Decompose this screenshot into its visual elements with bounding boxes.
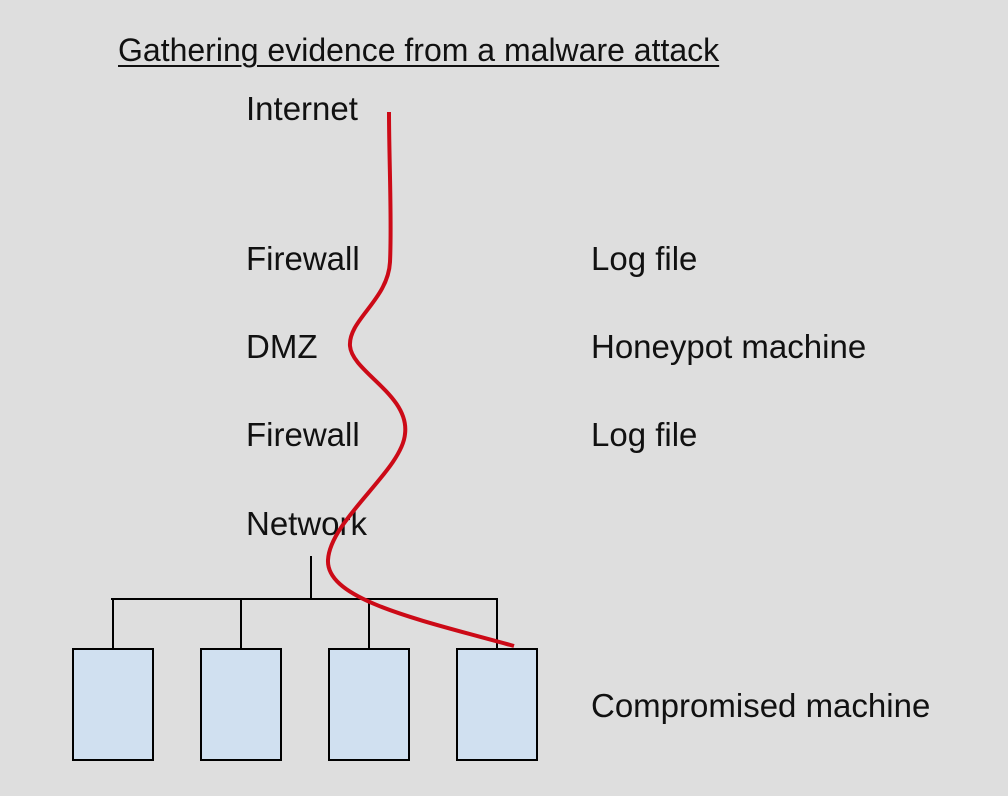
evidence-log-file-inner: Log file xyxy=(591,416,698,453)
layer-internet-label: Internet xyxy=(246,90,358,127)
layer-network-label: Network xyxy=(246,505,368,542)
evidence-honeypot-machine: Honeypot machine xyxy=(591,328,867,365)
attack-path-line xyxy=(325,111,515,648)
machine-box xyxy=(72,648,154,761)
diagram-title: Gathering evidence from a malware attack xyxy=(118,32,720,68)
layer-firewall-outer-label: Firewall xyxy=(246,240,360,277)
machine-box xyxy=(200,648,282,761)
evidence-compromised-machine: Compromised machine xyxy=(591,687,931,724)
evidence-log-file-outer: Log file xyxy=(591,240,698,277)
layer-firewall-inner-label: Firewall xyxy=(246,416,360,453)
compromised-machine-box xyxy=(456,648,538,761)
machine-box xyxy=(328,648,410,761)
layer-dmz-label: DMZ xyxy=(246,328,318,365)
